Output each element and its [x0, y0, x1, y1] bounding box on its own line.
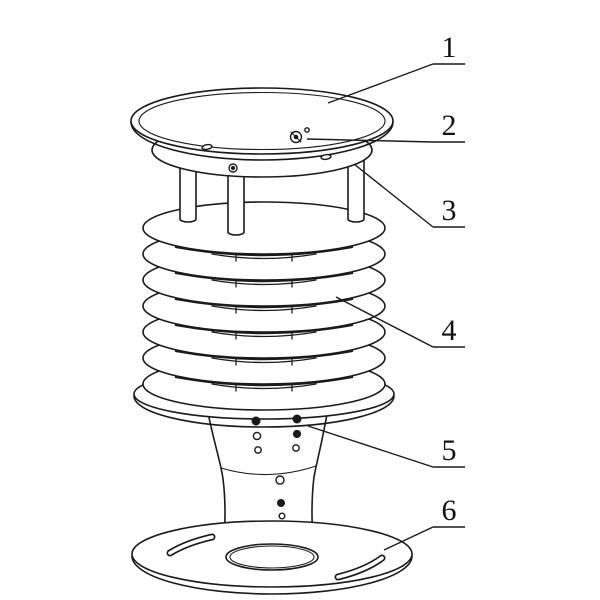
mounting-base	[131, 520, 413, 595]
cap-small-hole	[304, 127, 310, 133]
callout-6: 6	[383, 494, 465, 551]
mounting-post-right	[347, 157, 365, 223]
mounting-posts	[179, 157, 365, 236]
louver-gap-inner	[211, 279, 317, 288]
vent-hole	[251, 416, 261, 426]
base-slot-right-inner	[336, 556, 384, 579]
callout-leader-2	[306, 138, 434, 143]
callout-3: 3	[353, 163, 465, 228]
under-plate-mount-center	[230, 165, 236, 171]
mounting-post-middle	[227, 169, 245, 236]
top-cap-inner-rim	[138, 91, 386, 151]
callout-leader-1	[327, 63, 434, 104]
vent-hole	[292, 429, 302, 439]
louver-base-plate-thickness	[133, 395, 395, 428]
callout-label-6: 6	[442, 494, 457, 527]
louver-gap-shadows	[174, 245, 354, 392]
callout-label-4: 4	[442, 314, 457, 347]
vent-hole	[292, 414, 302, 424]
vent-hole	[278, 512, 286, 520]
mounting-post-left	[179, 159, 197, 223]
callout-leader-4	[335, 296, 434, 348]
louver-gap-inner	[211, 331, 317, 340]
callout-leader-5	[307, 425, 434, 468]
callout-leader-6	[383, 526, 434, 551]
vent-hole	[252, 431, 262, 441]
top-cap-thickness	[130, 121, 394, 161]
louver-gap-inner	[211, 383, 317, 392]
screw-detail-slash	[290, 131, 302, 143]
cap-details	[201, 127, 332, 173]
callout-leader-3	[353, 163, 434, 228]
top-cap	[130, 87, 394, 161]
callout-4: 4	[335, 296, 465, 348]
louver-gap-inner	[211, 253, 317, 262]
body-seam-line	[220, 465, 317, 476]
cap-oval-hole-right	[320, 153, 332, 161]
callout-label-1: 1	[442, 31, 457, 64]
louver-gap-shadow	[174, 375, 354, 387]
louver-gap-inner	[211, 305, 317, 314]
base-center-ring-inner	[229, 545, 315, 569]
callout-5: 5	[307, 425, 465, 468]
vent-hole	[277, 499, 285, 507]
base-plate-thickness	[131, 555, 413, 595]
louver-gap-shadow	[174, 271, 354, 283]
louver-gap-shadow	[174, 323, 354, 335]
callout-2: 2	[306, 109, 465, 143]
base-center-ring	[225, 543, 319, 571]
vent-hole	[292, 444, 300, 452]
base-slot-left-inner	[168, 535, 214, 555]
body-vent-holes	[251, 414, 302, 520]
callout-label-5: 5	[442, 434, 457, 467]
top-cap-face	[130, 87, 394, 155]
callout-label-3: 3	[442, 194, 457, 227]
callout-label-2: 2	[442, 109, 457, 142]
louver-gap-shadow	[174, 349, 354, 361]
cap-oval-hole-left	[201, 143, 213, 151]
louver-gap-shadow	[174, 245, 354, 257]
callout-1: 1	[327, 31, 465, 104]
callouts: 1 2 3 4 5 6	[306, 31, 465, 551]
louver-gap-shadow	[174, 297, 354, 309]
vent-hole	[275, 475, 285, 485]
louver-gap-inner	[211, 357, 317, 366]
vent-hole	[254, 446, 262, 454]
